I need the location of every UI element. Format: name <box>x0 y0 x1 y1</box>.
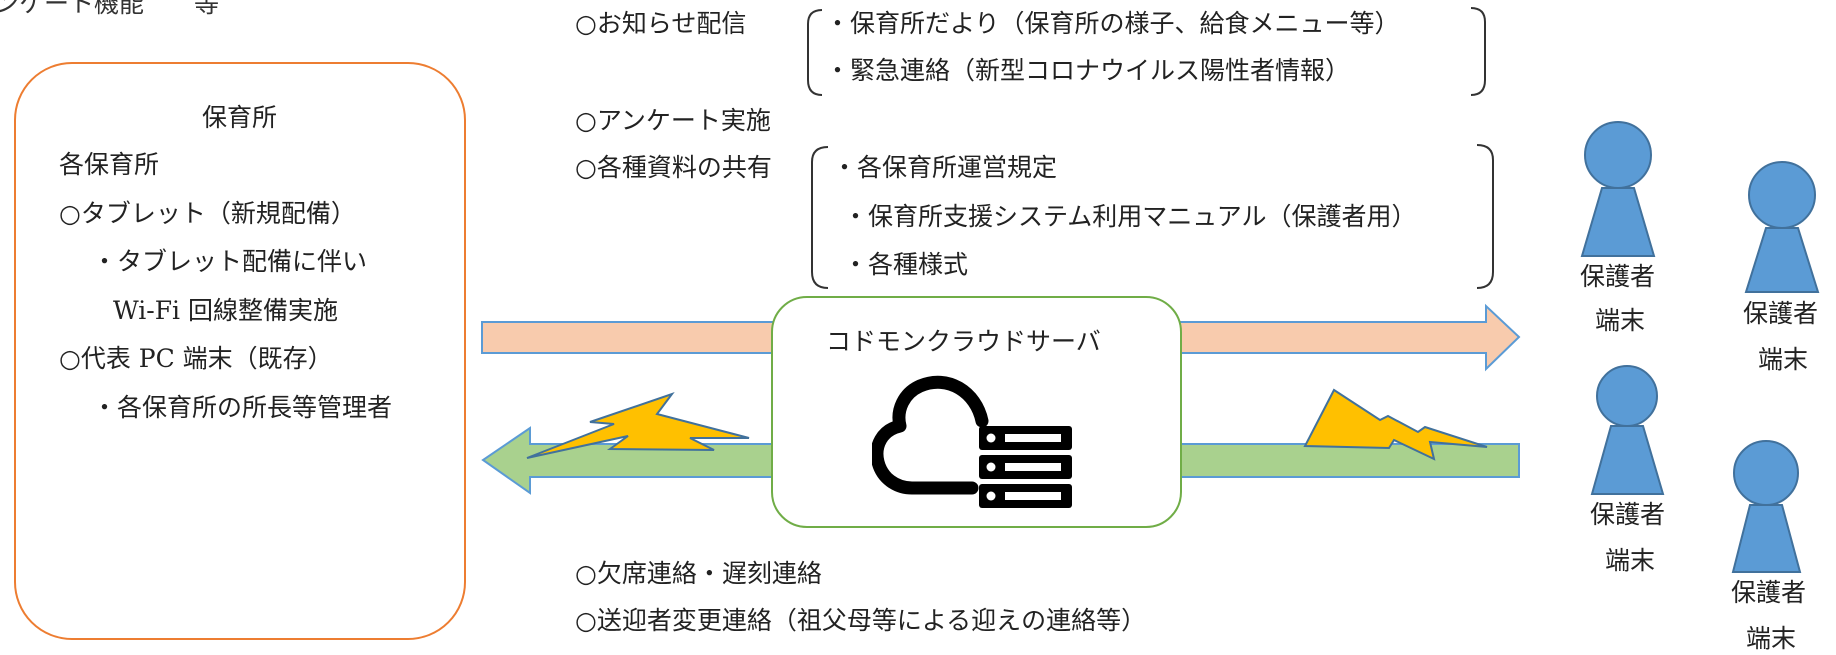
person-icon <box>1590 365 1665 495</box>
guardian-label: 保護者 <box>1590 500 1666 529</box>
brace-icon <box>1476 144 1494 289</box>
person-icon <box>1580 121 1656 257</box>
notice-item: ・保育所だより（保育所の様子、給食メニュー等） <box>825 9 1400 38</box>
brace-icon <box>807 9 823 96</box>
notice-heading: ○お知らせ配信 <box>575 9 747 38</box>
guardian-label: 端末 <box>1746 624 1797 653</box>
server-title: コドモンクラウドサーバ <box>826 327 1101 356</box>
guardian-label: 端末 <box>1758 345 1809 374</box>
nursery-line: Wi-Fi 回線整備実施 <box>113 296 338 325</box>
lightning-icon <box>1303 388 1488 461</box>
survey-text: ○アンケート実施 <box>575 106 771 135</box>
bottom-line: ○送迎者変更連絡（祖父母等による迎えの連絡等） <box>575 606 1147 635</box>
brace-icon <box>1470 7 1486 96</box>
nursery-line: ○タブレット（新規配備） <box>59 199 356 228</box>
guardian-label: 保護者 <box>1743 299 1819 328</box>
nursery-line: ・タブレット配備に伴い <box>92 247 368 276</box>
bottom-line: ○欠席連絡・遅刻連絡 <box>575 559 822 588</box>
nursery-line: ○代表 PC 端末（既存） <box>59 344 333 373</box>
cloud-server-icon <box>872 375 1072 508</box>
top-fragment-text: ンケート機能 等 <box>0 0 220 18</box>
docs-item: ・保育所支援システム利用マニュアル（保護者用） <box>843 202 1417 231</box>
person-icon <box>1744 161 1820 293</box>
docs-item: ・各種様式 <box>843 250 969 279</box>
nursery-line: 各保育所 <box>59 150 160 179</box>
brace-icon <box>811 146 829 289</box>
docs-heading: ○各種資料の共有 <box>575 153 772 182</box>
nursery-box <box>14 62 466 640</box>
notice-item: ・緊急連絡（新型コロナウイルス陽性者情報） <box>825 56 1351 85</box>
person-icon <box>1731 440 1802 573</box>
guardian-label: 端末 <box>1605 546 1656 575</box>
nursery-title: 保育所 <box>202 103 278 132</box>
guardian-label: 端末 <box>1595 306 1646 335</box>
docs-item: ・各保育所運営規定 <box>832 153 1058 182</box>
guardian-label: 保護者 <box>1731 578 1807 607</box>
nursery-line: ・各保育所の所長等管理者 <box>92 393 393 422</box>
guardian-label: 保護者 <box>1580 262 1656 291</box>
lightning-icon <box>526 392 750 459</box>
